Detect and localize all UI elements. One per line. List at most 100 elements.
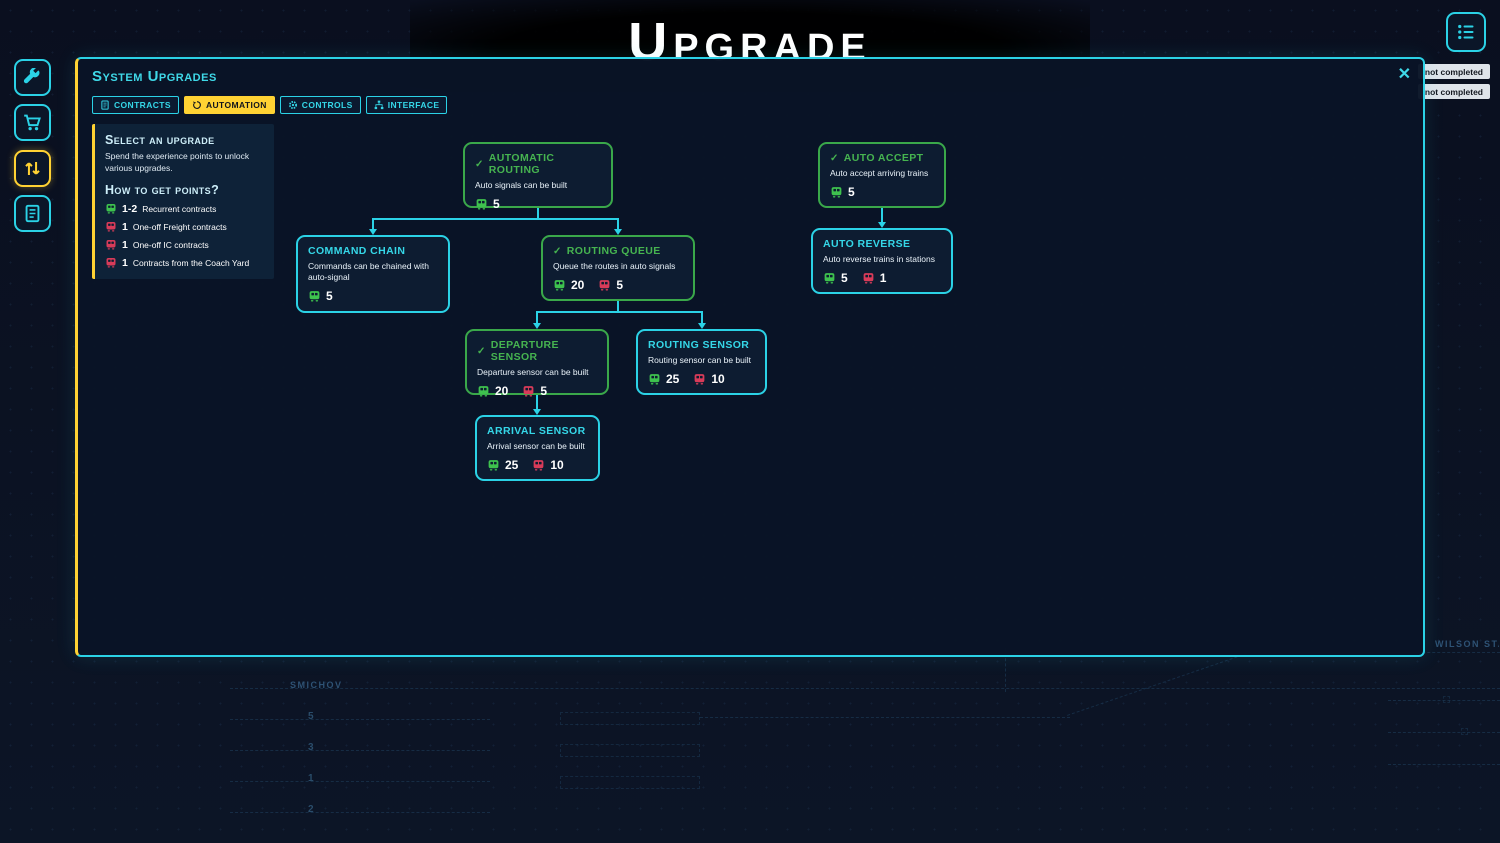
train-icon [487, 459, 500, 471]
track-number: 2 [308, 804, 314, 815]
node-costs: 5 [830, 185, 934, 199]
cost-value: 5 [540, 384, 548, 399]
train-icon [830, 186, 843, 198]
cost-value: 20 [571, 278, 585, 293]
tab-bar: Contracts Automation Controls Interface [92, 96, 448, 114]
status-badges: not completed not completed [1417, 64, 1490, 99]
map-line [230, 719, 490, 720]
train-icon [477, 385, 490, 397]
points-item: 1 One-off IC contracts [105, 239, 264, 251]
tab-controls[interactable]: Controls [279, 96, 361, 114]
status-badge: not completed [1417, 84, 1490, 99]
info-box: Select an upgrade Spend the experience p… [92, 124, 274, 279]
points-item: 1 One-off Freight contracts [105, 221, 264, 233]
tree-arrow [698, 323, 706, 329]
tree-arrow [369, 229, 377, 235]
map-line [1388, 764, 1500, 765]
points-item: 1 Contracts from the Coach Yard [105, 257, 264, 269]
check-icon: ✓ [553, 245, 562, 257]
upgrade-node-auto-reverse[interactable]: Auto reverse Auto reverse trains in stat… [811, 228, 953, 294]
check-icon: ✓ [830, 152, 839, 164]
points-label: Recurrent contracts [142, 203, 217, 214]
train-icon [693, 373, 706, 385]
cost-value: 5 [493, 197, 500, 212]
node-costs: 20 5 [477, 384, 597, 398]
train-icon [823, 272, 836, 284]
tree-arrow [878, 222, 886, 228]
info-title: Select an upgrade [105, 133, 215, 147]
tree-arrow [533, 323, 541, 329]
train-icon [522, 385, 535, 397]
node-title: Routing sensor [648, 339, 750, 351]
cost-value: 10 [711, 372, 725, 387]
node-description: Auto accept arriving trains [830, 168, 929, 178]
train-icon [598, 279, 611, 291]
tab-contracts[interactable]: Contracts [92, 96, 179, 114]
cost-value: 5 [616, 278, 624, 293]
node-title: ✓Auto accept [830, 152, 924, 164]
panel-title: System Upgrades [92, 68, 217, 85]
map-line [230, 812, 490, 813]
train-icon [553, 279, 566, 291]
upgrade-node-auto-accept[interactable]: ✓Auto accept Auto accept arriving trains… [818, 142, 946, 208]
tree-connector [881, 208, 883, 222]
tab-label: Interface [387, 100, 440, 110]
sidebar-item-upgrades[interactable] [14, 150, 51, 187]
tree-connector [617, 301, 619, 312]
tree-connector [372, 218, 618, 220]
node-title: Auto reverse [823, 238, 911, 250]
map-line [1388, 732, 1500, 733]
cost-value: 1 [879, 271, 887, 286]
node-costs: 25 10 [487, 458, 588, 472]
upgrade-node-arrival-sensor[interactable]: Arrival sensor Arrival sensor can be bui… [475, 415, 600, 481]
tree-arrow [533, 409, 541, 415]
points-value: 1 [122, 238, 128, 251]
node-description: Arrival sensor can be built [487, 441, 585, 451]
points-value: 1 [122, 256, 128, 269]
close-button[interactable]: ✕ [1397, 66, 1411, 83]
map-node [1461, 728, 1468, 735]
tab-automation[interactable]: Automation [183, 96, 275, 114]
upgrade-node-departure-sensor[interactable]: ✓Departure sensor Departure sensor can b… [465, 329, 609, 398]
tab-interface[interactable]: Interface [365, 96, 448, 114]
map-line [1388, 700, 1500, 701]
node-costs: 5 [308, 289, 438, 303]
tree-connector [372, 218, 374, 229]
cost-value: 25 [505, 458, 519, 473]
sidebar-item-shop[interactable] [14, 104, 51, 141]
tab-label: Automation [205, 100, 267, 110]
node-title: Arrival sensor [487, 425, 586, 437]
upgrade-node-routing-queue[interactable]: ✓Routing queue Queue the routes in auto … [541, 235, 695, 301]
points-label: One-off Freight contracts [132, 221, 227, 232]
map-platform [560, 744, 700, 757]
upgrade-tree: ✓Automatic routing Auto signals can be b… [78, 59, 1423, 655]
track-number: 5 [308, 711, 314, 722]
points-title: How to get points? [105, 182, 220, 197]
sidebar-item-tools[interactable] [14, 59, 51, 96]
tree-connector [536, 311, 703, 313]
upgrade-node-routing-sensor[interactable]: Routing sensor Routing sensor can be bui… [636, 329, 767, 395]
upgrade-node-command-chain[interactable]: Command chain Commands can be chained wi… [296, 235, 450, 313]
train-icon [532, 459, 545, 471]
check-icon: ✓ [477, 345, 486, 357]
node-title: ✓Routing queue [553, 245, 661, 257]
node-description: Auto signals can be built [475, 180, 568, 190]
sidebar-item-contracts[interactable] [14, 195, 51, 232]
map-node [1443, 696, 1450, 703]
node-title: ✓Departure sensor [477, 339, 559, 363]
train-icon [862, 272, 875, 284]
train-icon [648, 373, 661, 385]
points-value: 1-2 [122, 202, 138, 215]
tree-connector [701, 311, 703, 323]
cost-value: 5 [326, 289, 333, 304]
tree-connector [536, 311, 538, 323]
map-line [230, 750, 490, 751]
points-label: Contracts from the Coach Yard [132, 257, 250, 268]
node-title: ✓Automatic routing [475, 152, 555, 176]
menu-button[interactable] [1446, 12, 1486, 52]
list-icon [1456, 22, 1476, 42]
node-description: Queue the routes in auto signals [553, 261, 676, 271]
upgrade-node-automatic-routing[interactable]: ✓Automatic routing Auto signals can be b… [463, 142, 613, 212]
cost-value: 10 [550, 458, 564, 473]
